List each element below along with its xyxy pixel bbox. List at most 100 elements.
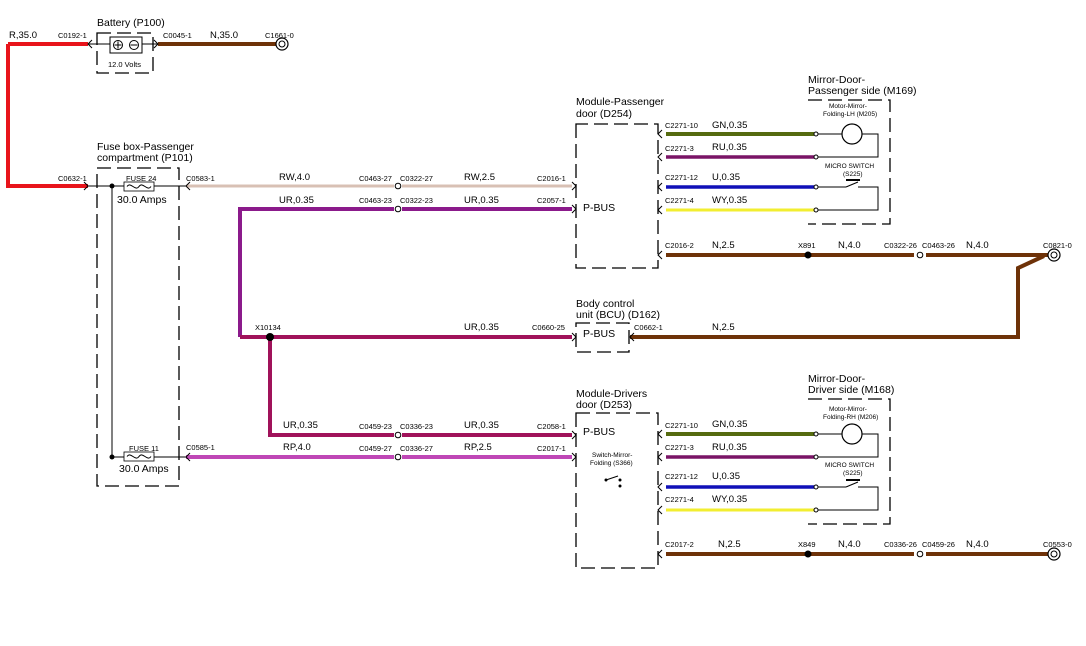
connector-c1661: C1661-0 <box>265 31 294 40</box>
d-ru-label: RU,0.35 <box>712 442 747 453</box>
fusebox-title-1: Fuse box-Passenger <box>97 141 194 153</box>
connector-c0821: C0821-0 <box>1043 241 1072 250</box>
battery-voltage: 12.0 Volts <box>108 60 141 69</box>
mirror-driver-outline <box>808 398 891 525</box>
connector-c0322-23: C0322-23 <box>400 196 433 205</box>
connector-c0553: C0553-0 <box>1043 540 1072 549</box>
d-n25-label: N,2.5 <box>718 539 741 550</box>
fuse11-rating: 30.0 Amps <box>119 463 169 475</box>
ground-c1661-icon <box>275 37 289 51</box>
mirror-passenger-title-2: Passenger side (M169) <box>808 85 917 97</box>
p-c2271-4: C2271-4 <box>665 196 694 205</box>
fuse-box: Fuse box-Passenger compartment (P101) C0… <box>58 141 215 487</box>
wire-label-ur035-c: UR,0.35 <box>464 322 499 333</box>
bcu-title-2: unit (BCU) (D162) <box>576 309 660 321</box>
connector-c0632: C0632-1 <box>58 174 87 183</box>
d-c2017-2: C2017-2 <box>665 540 694 549</box>
d-c0459-26: C0459-26 <box>922 540 955 549</box>
wire-label-n35: N,35.0 <box>210 30 238 41</box>
wire-label-r35: R,35.0 <box>9 30 37 41</box>
wire-label-ur035-e: UR,0.35 <box>464 420 499 431</box>
battery-box <box>96 32 154 74</box>
wire-label-rw25: RW,2.5 <box>464 172 495 183</box>
fuse-bus-node-top <box>109 183 115 189</box>
wire-n25-bcu[interactable] <box>630 254 1045 339</box>
fuse24-icon <box>123 181 155 192</box>
mirror-driver-title-2: Driver side (M168) <box>808 384 894 396</box>
connector-c0585: C0585-1 <box>186 443 215 452</box>
p-c0322-26: C0322-26 <box>884 241 917 250</box>
motor-lh-1: Motor-Mirror- <box>829 103 867 110</box>
d-c0336-26: C0336-26 <box>884 540 917 549</box>
connector-c0660: C0660-25 <box>532 323 565 332</box>
splice-x849: X849 <box>798 540 816 549</box>
battery-terminal-neg-icon <box>129 40 139 50</box>
connector-c0662: C0662-1 <box>634 323 663 332</box>
motor-lh-icon <box>818 123 879 158</box>
inline-conn-d-n <box>916 550 924 558</box>
fuse-bus-node-bottom <box>109 454 115 460</box>
wire-label-rp40: RP,4.0 <box>283 442 311 453</box>
fusebox-outline <box>96 167 180 487</box>
battery: Battery (P100) 12.0 Volts C0192-1 C0045-… <box>9 17 294 74</box>
connector-c0463-23: C0463-23 <box>359 196 392 205</box>
d-c2271-4: C2271-4 <box>665 495 694 504</box>
fuse11-label: FUSE 11 <box>129 444 159 453</box>
inline-conn-rp <box>394 453 402 461</box>
p-c2016-2: C2016-2 <box>665 241 694 250</box>
bcu-title-1: Body control <box>576 298 634 310</box>
p-ru-label: RU,0.35 <box>712 142 747 153</box>
battery-cell <box>109 36 143 54</box>
connector-c0336-27: C0336-27 <box>400 444 433 453</box>
wire-label-n25-bcu: N,2.5 <box>712 322 735 333</box>
wires <box>6 42 1048 556</box>
passenger-door-title-2: door (D254) <box>576 108 632 120</box>
inline-conn-rw <box>394 182 402 190</box>
inline-conn-p-n <box>916 251 924 259</box>
splice-x10134: X10134 <box>255 323 281 332</box>
motor-rh-2: Folding-RH (M206) <box>823 414 878 421</box>
ground-c0821-icon <box>1047 248 1061 262</box>
connector-c2016-1: C2016-1 <box>537 174 566 183</box>
d-gn-label: GN,0.35 <box>712 419 747 430</box>
d-n40b-label: N,4.0 <box>966 539 989 550</box>
fuse24-label: FUSE 24 <box>126 174 156 183</box>
connector-c0583: C0583-1 <box>186 174 215 183</box>
inline-connectors: RW,4.0 C0463-27 C0322-27 RW,2.5 C2016-1 … <box>255 172 566 461</box>
wire-label-rp25: RP,2.5 <box>464 442 492 453</box>
d-wy-label: WY,0.35 <box>712 494 747 505</box>
battery-title: Battery (P100) <box>97 17 165 29</box>
motor-lh-2: Folding-LH (M205) <box>823 111 877 118</box>
inline-conn-ur-top <box>394 205 402 213</box>
driver-door-title-1: Module-Drivers <box>576 388 647 400</box>
switch-mirror-folding-2: Folding (S366) <box>590 460 633 467</box>
switch-mirror-folding-1: Switch-Mirror- <box>592 452 632 459</box>
wire-label-ur035-a: UR,0.35 <box>279 195 314 206</box>
wire-label-ur035-b: UR,0.35 <box>464 195 499 206</box>
connector-c0336-23: C0336-23 <box>400 422 433 431</box>
battery-terminal-pos-icon <box>113 40 123 50</box>
p-c0463-26: C0463-26 <box>922 241 955 250</box>
passenger-door-module: Module-Passenger door (D254) P-BUS <box>575 96 665 269</box>
micro-switch-p-2: (S225) <box>843 171 863 178</box>
connector-c2017-1: C2017-1 <box>537 444 566 453</box>
p-c2271-12: C2271-12 <box>665 173 698 182</box>
wire-ur035-top[interactable] <box>238 207 394 337</box>
wire-ur035-driver[interactable] <box>268 337 394 437</box>
motor-rh-1: Motor-Mirror- <box>829 406 867 413</box>
fuse24-rating: 30.0 Amps <box>117 194 167 206</box>
p-n25-label: N,2.5 <box>712 240 735 251</box>
connector-c0045: C0045-1 <box>163 31 192 40</box>
passenger-door-pbus: P-BUS <box>583 202 615 214</box>
p-wy-label: WY,0.35 <box>712 195 747 206</box>
p-n40b-label: N,4.0 <box>966 240 989 251</box>
splice-x891-node <box>804 251 812 259</box>
connector-c0322-27: C0322-27 <box>400 174 433 183</box>
mirror-passenger-title-1: Mirror-Door- <box>808 74 866 86</box>
d-c2271-10: C2271-10 <box>665 421 698 430</box>
driver-door-module: Module-Drivers door (D253) P-BUS Switch-… <box>575 388 659 569</box>
mirror-passenger-outline <box>808 99 891 225</box>
micro-switch-d-2: (S225) <box>843 470 863 477</box>
wire-r35[interactable] <box>6 44 88 188</box>
